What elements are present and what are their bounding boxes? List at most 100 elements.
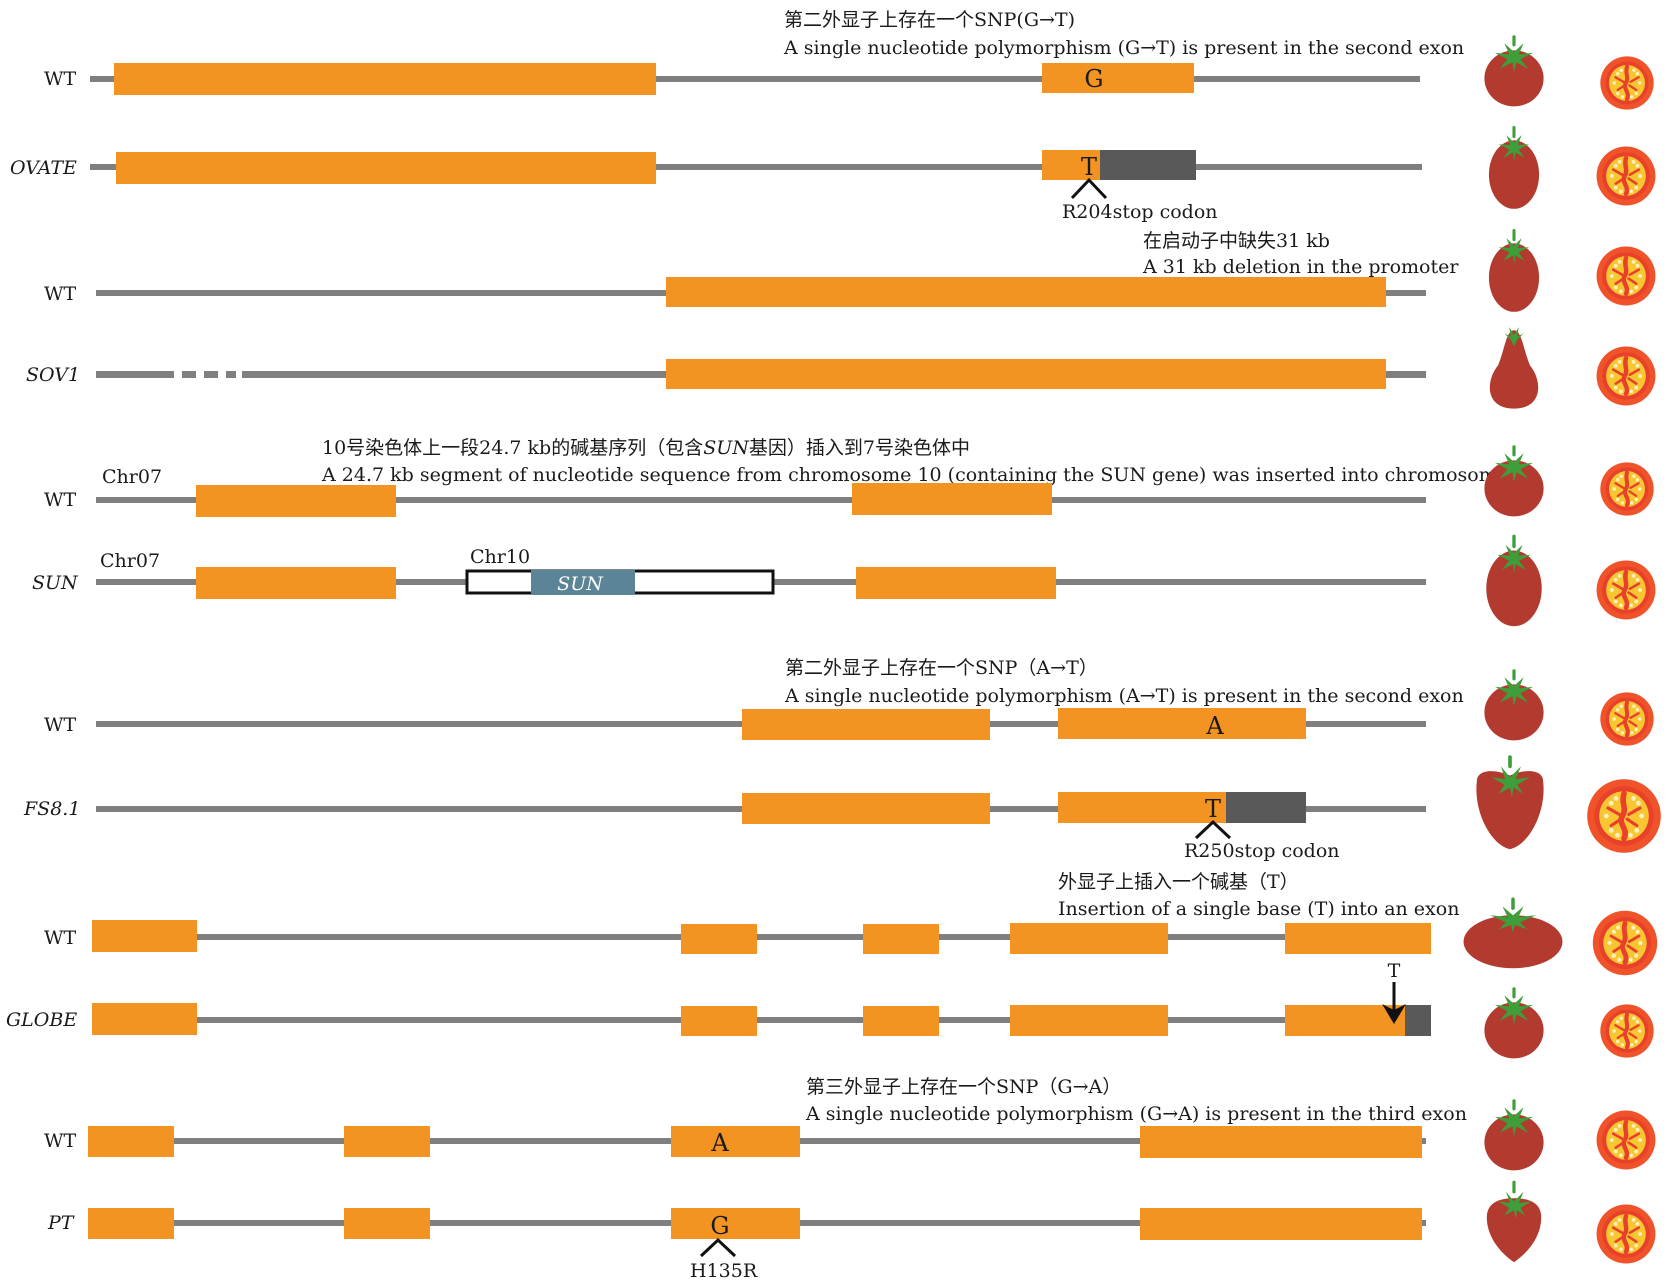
mutation-note: R204stop codon [1062, 201, 1218, 223]
exon-1 [742, 709, 990, 740]
wt-label: WT [44, 1130, 77, 1152]
tomato-fruit-icon [1484, 987, 1544, 1059]
exon-3 [863, 924, 939, 954]
exon-1 [92, 1003, 197, 1035]
exon-1 [666, 277, 1386, 307]
pt-panel: 第三外显子上存在一个SNP（G→A） A single nucleotide p… [44, 1076, 1655, 1282]
mutation-note: H135R [690, 1260, 758, 1282]
intron-line [96, 497, 1426, 503]
wt-label: WT [44, 714, 77, 736]
mutant-label: SOV1 [26, 364, 80, 386]
intron-line [96, 371, 174, 378]
sun-gene-box [531, 570, 635, 595]
exon-5 [1285, 923, 1431, 954]
chromosome-label: Chr07 [100, 550, 160, 572]
exon-1 [114, 63, 656, 95]
globe-panel: 外显子上插入一个碱基（T） Insertion of a single base… [6, 871, 1657, 1058]
sun-panel: 10号染色体上一段24.7 kb的碱基序列（包含SUN基因）插入到7号染色体中 … [32, 437, 1656, 627]
deletion-dash [226, 371, 236, 378]
exon-4 [1010, 1005, 1168, 1036]
fruit-cross-section-icon [1597, 1111, 1656, 1170]
truncated-region [1226, 792, 1306, 823]
exon-2 [344, 1126, 430, 1157]
exon-1 [92, 920, 197, 952]
annotation-cn: 10号染色体上一段24.7 kb的碱基序列（包含SUN基因）插入到7号染色体中 [322, 437, 970, 459]
exon-2 [681, 924, 757, 954]
mutation-note: R250stop codon [1184, 840, 1340, 862]
wt-allele: A [1205, 712, 1224, 740]
tomato-fruit-icon [1484, 1099, 1544, 1171]
exon-2 [1042, 63, 1194, 93]
annotation-en: A single nucleotide polymorphism (A→T) i… [784, 685, 1464, 707]
tomato-fruit-icon [1486, 1180, 1542, 1263]
annotation-cn-gene: SUN [703, 437, 750, 459]
fs81-panel: 第二外显子上存在一个SNP（A→T） A single nucleotide p… [23, 657, 1661, 862]
exon-3 [863, 1006, 939, 1036]
tomato-fruit-icon [1476, 755, 1544, 850]
annotation-cn-post: 基因）插入到7号染色体中 [749, 437, 970, 459]
fruit-cross-section-icon [1597, 561, 1656, 620]
annotation-cn: 外显子上插入一个碱基（T） [1058, 871, 1299, 893]
wt-label: WT [44, 927, 77, 949]
mutation-caret [699, 1237, 737, 1258]
fruit-cross-section-icon [1597, 347, 1656, 406]
annotation-cn-pre: 10号染色体上一段24.7 kb的碱基序列（包含 [322, 437, 703, 459]
mutant-label: FS8.1 [23, 798, 80, 820]
exon-4 [1140, 1208, 1422, 1240]
sov1-panel: 在启动子中缺失31 kb A 31 kb deletion in the pro… [26, 228, 1656, 409]
wt-label: WT [44, 283, 77, 305]
annotation-en: A single nucleotide polymorphism (G→T) i… [783, 37, 1464, 59]
sun-gene-label: SUN [557, 573, 604, 595]
exon-2 [1058, 792, 1226, 823]
exon-1 [742, 793, 990, 824]
annotation-en: Insertion of a single base (T) into an e… [1058, 898, 1459, 920]
exon-2 [344, 1208, 430, 1239]
annotation-cn: 第三外显子上存在一个SNP（G→A） [806, 1076, 1121, 1098]
truncated-region [1100, 150, 1196, 180]
fruit-cross-section-icon [1597, 147, 1656, 206]
truncated-region [1405, 1005, 1431, 1036]
insert-chromosome-label: Chr10 [470, 546, 530, 568]
deletion-dash [204, 371, 218, 378]
mutant-allele: G [710, 1212, 729, 1240]
annotation-en: A single nucleotide polymorphism (G→A) i… [805, 1103, 1467, 1125]
fruit-cross-section-icon [1597, 1205, 1656, 1264]
exon-4 [1140, 1126, 1422, 1158]
intron-line [92, 934, 1430, 940]
mutant-label: OVATE [10, 157, 77, 179]
mutant-allele: T [1081, 153, 1097, 181]
insertion-arrowhead [1382, 1004, 1406, 1024]
tomato-fruit-icon [1488, 125, 1540, 209]
exon-2 [852, 483, 1052, 515]
annotation-en: A 24.7 kb segment of nucleotide sequence… [321, 464, 1526, 486]
exon-4 [1010, 923, 1168, 954]
exon-1 [88, 1126, 174, 1157]
tomato-fruit-icon [1484, 445, 1544, 517]
intron-line [90, 164, 1422, 170]
tomato-fruit-icon [1463, 897, 1563, 969]
exon-2 [1058, 708, 1306, 739]
tomato-fruit-icon [1484, 35, 1544, 107]
intron-line [90, 76, 1420, 82]
fruit-cross-section-icon [1600, 56, 1653, 109]
exon-2 [681, 1006, 757, 1036]
wt-allele: G [1084, 65, 1103, 93]
fruit-cross-section-icon [1600, 692, 1653, 745]
intron-line [92, 1017, 1430, 1023]
fruit-cross-section-icon [1597, 247, 1656, 306]
ovate-panel: 第二外显子上存在一个SNP(G→T) A single nucleotide p… [10, 9, 1655, 223]
annotation-en: A 31 kb deletion in the promoter [1142, 256, 1459, 278]
tomato-fruit-icon [1486, 534, 1542, 627]
mutation-caret [1194, 819, 1232, 840]
mutant-label: GLOBE [6, 1009, 77, 1031]
exon-1 [116, 152, 656, 184]
exon-1 [88, 1208, 174, 1239]
exon-2 [856, 567, 1056, 599]
annotation-cn: 第二外显子上存在一个SNP(G→T) [784, 9, 1075, 31]
inserted-base: T [1388, 960, 1401, 982]
exon-2 [1042, 150, 1100, 180]
exon-3 [671, 1126, 800, 1157]
exon-1 [666, 359, 1386, 389]
exon-1 [196, 485, 396, 517]
